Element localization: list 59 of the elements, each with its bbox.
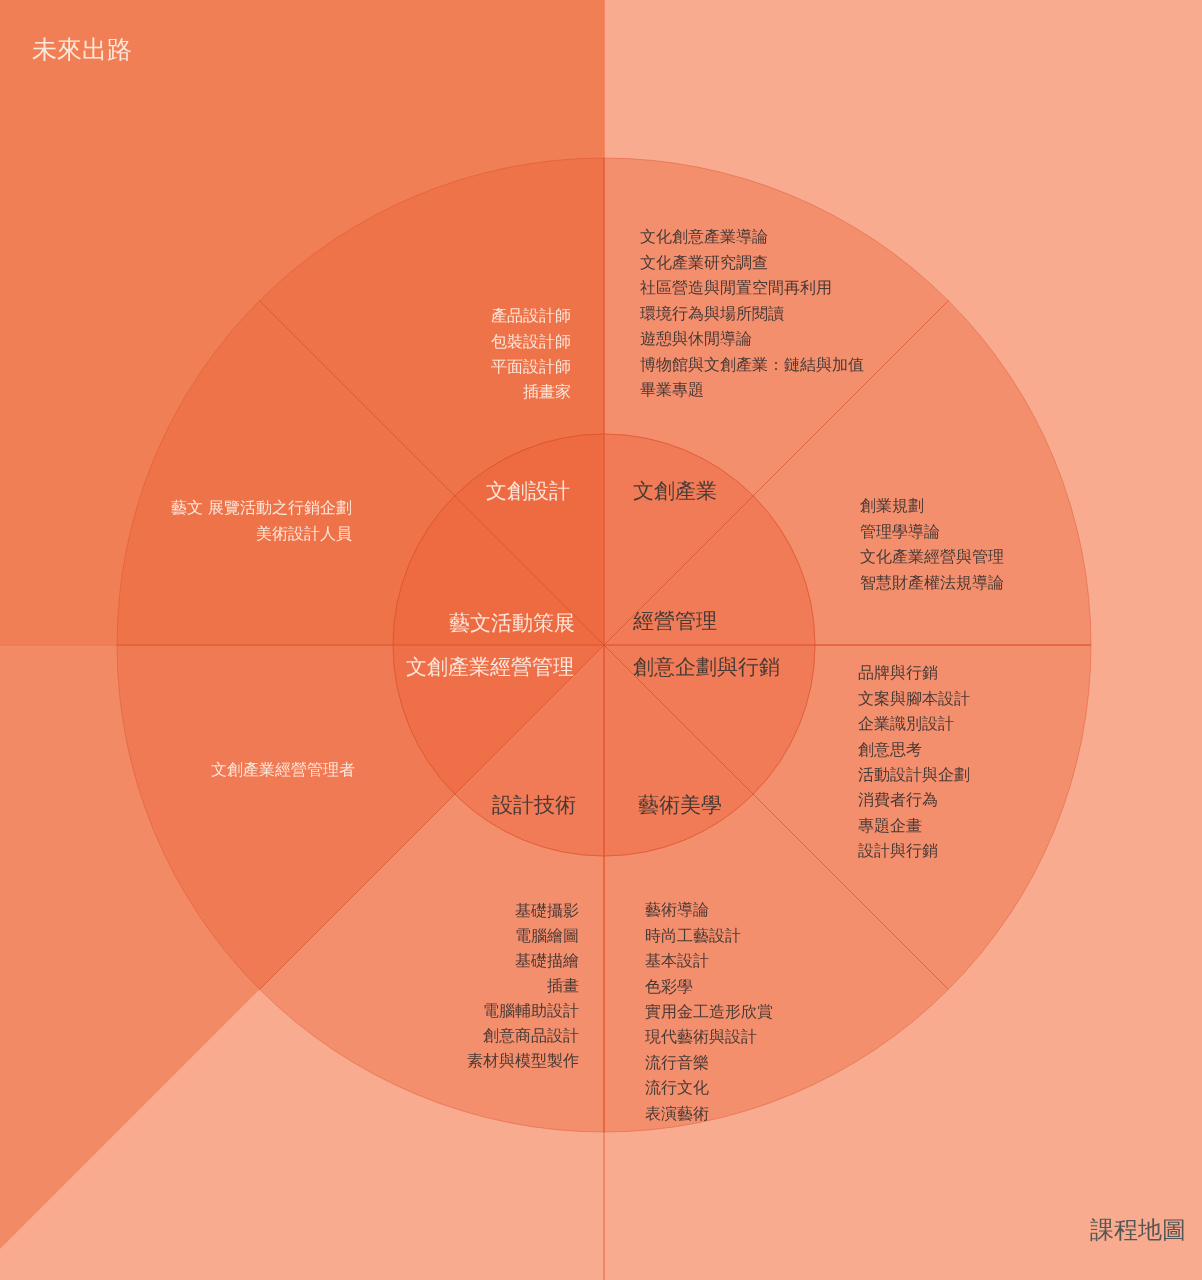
- outer-circle: [117, 158, 1091, 1132]
- category-title: 藝文活動策展: [449, 610, 575, 637]
- career-title: 美術設計人員: [256, 523, 352, 545]
- course-name: 社區營造與閒置空間再利用: [640, 277, 832, 300]
- course-name: 電腦輔助設計: [483, 999, 579, 1022]
- course-name: 流行文化: [645, 1077, 709, 1100]
- course-name: 文化創意產業導論: [640, 226, 768, 249]
- course-name: 色彩學: [645, 975, 693, 998]
- category-title: 藝術美學: [638, 792, 722, 819]
- course-name: 實用金工造形欣賞: [645, 1000, 773, 1023]
- career-title: 平面設計師: [491, 355, 571, 378]
- course-name: 表演藝術: [645, 1102, 709, 1125]
- course-name: 管理學導論: [860, 520, 940, 543]
- category-title: 經營管理: [633, 608, 717, 635]
- category-title: 文創產業: [633, 478, 717, 505]
- career-title: 文創產業經營管理者: [211, 758, 355, 781]
- course-name: 創業規劃: [860, 495, 924, 518]
- category-title: 創意企劃與行銷: [633, 654, 780, 681]
- ring-segment: [753, 300, 1091, 645]
- ring-segment: [259, 794, 604, 1132]
- course-name: 設計與行銷: [858, 840, 938, 863]
- course-name: 專題企畫: [858, 814, 922, 837]
- course-name: 企業識別設計: [858, 713, 954, 736]
- course-name: 畢業專題: [640, 379, 704, 402]
- course-name: 智慧財產權法規導論: [860, 571, 1004, 594]
- career-title: 插畫家: [523, 381, 571, 404]
- course-name: 藝術導論: [645, 899, 709, 922]
- course-name: 創意思考: [858, 738, 922, 761]
- course-name: 現代藝術與設計: [645, 1026, 757, 1049]
- course-name: 時尚工藝設計: [645, 924, 741, 947]
- course-name: 環境行為與場所閱讀: [640, 302, 784, 325]
- career-title: 包裝設計師: [491, 330, 571, 353]
- category-title: 文創產業經營管理: [406, 654, 574, 681]
- career-title: 藝文 展覽活動之行銷企劃: [170, 497, 352, 519]
- course-name: 文化產業經營與管理: [860, 546, 1004, 569]
- course-name: 品牌與行銷: [858, 662, 938, 685]
- circle-sector: [604, 645, 815, 795]
- course-name: 基礎描繪: [515, 949, 579, 972]
- course-name: 基本設計: [645, 950, 709, 973]
- course-name: 文案與腳本設計: [858, 687, 970, 710]
- course-name: 電腦繪圖: [515, 924, 579, 947]
- inner-circle: [393, 434, 815, 856]
- course-name: 文化產業研究調查: [640, 251, 768, 274]
- category-title: 文創設計: [486, 478, 570, 505]
- course-name: 插畫: [547, 974, 579, 997]
- career-title: 產品設計師: [491, 305, 571, 328]
- ring-segment: [603, 794, 949, 1132]
- course-name: 創意商品設計: [483, 1024, 579, 1047]
- corner-label: 課程地圖: [1090, 1215, 1186, 1245]
- course-name: 素材與模型製作: [467, 1049, 579, 1072]
- course-name: 博物館與文創產業：鏈結與加值: [640, 353, 864, 376]
- course-name: 流行音樂: [645, 1051, 709, 1074]
- course-name: 基礎攝影: [515, 899, 579, 922]
- course-name: 消費者行為: [858, 789, 938, 812]
- panel-heading: 未來出路: [32, 35, 132, 65]
- category-title: 設計技術: [492, 792, 576, 819]
- quadrant-panel: [0, 0, 604, 645]
- course-name: 活動設計與企劃: [858, 763, 970, 786]
- course-name: 遊憩與休閒導論: [640, 328, 752, 351]
